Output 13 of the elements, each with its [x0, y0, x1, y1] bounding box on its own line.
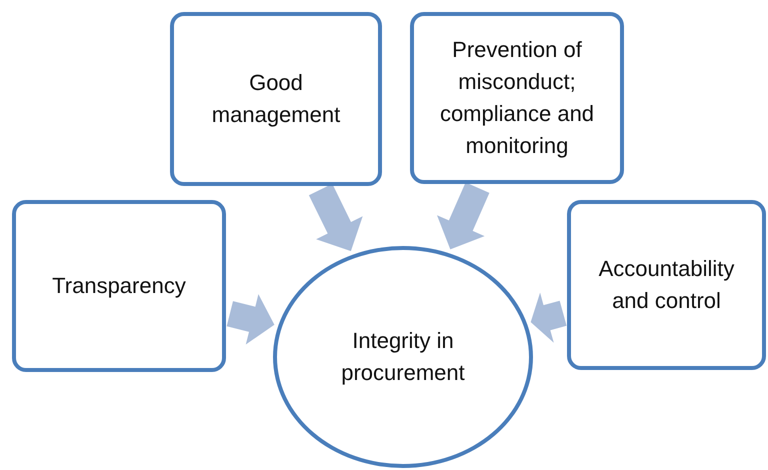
rounded-box: [170, 12, 382, 186]
rounded-box: [410, 12, 624, 184]
node-text: Integrity in procurement: [340, 327, 466, 387]
rounded-box: [12, 200, 226, 372]
node-text: Good management: [210, 69, 342, 129]
block-arrow: [530, 292, 567, 343]
node-text: Accountability and control: [598, 255, 736, 315]
block-arrow: [226, 294, 274, 344]
block-arrow: [437, 182, 490, 250]
block-arrow: [308, 184, 363, 252]
rounded-box: [567, 200, 766, 370]
node-text: Prevention of misconduct; compliance and monitoring: [438, 36, 596, 160]
node-text: Transparency: [52, 272, 186, 300]
